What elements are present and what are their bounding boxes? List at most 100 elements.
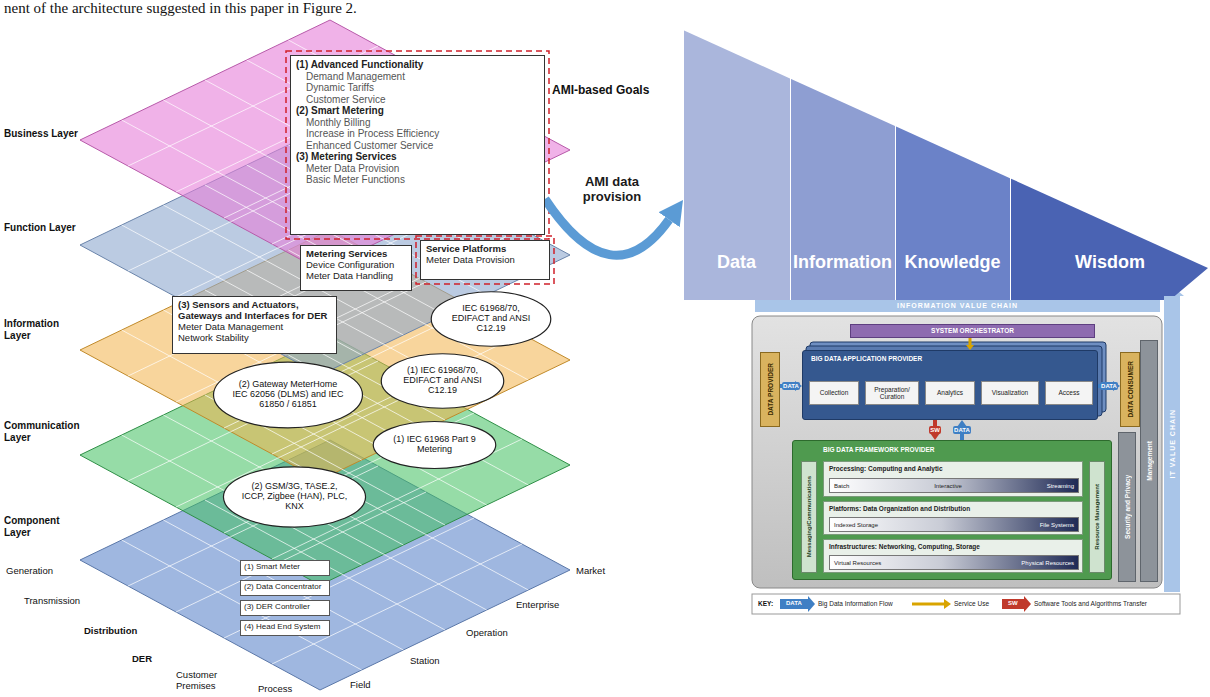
node-text: Management	[1146, 441, 1153, 481]
node-text: Demand Management	[296, 71, 539, 83]
label-text: KEY:	[758, 600, 773, 607]
node-text: Service Platforms	[426, 244, 544, 255]
grid-line	[163, 415, 403, 545]
value-chain-bar: IT VALUE CHAIN	[1164, 296, 1180, 592]
node-text: Messaging/Communications	[806, 476, 812, 557]
activity-box: Visualization	[981, 381, 1039, 405]
label-text: Transmission	[24, 596, 80, 607]
node-text: SYSTEM ORCHESTRATOR	[851, 325, 1094, 337]
node-text: IEC 61968/70, EDIFACT and ANSI C12.19	[448, 304, 534, 334]
node-text: Meter Data Provision	[296, 163, 539, 175]
node-text: Indexed Storage	[834, 522, 878, 528]
label-text: Component Layer	[4, 515, 86, 538]
node-text: Physical Resources	[1021, 560, 1074, 566]
label-text: Field	[350, 680, 371, 691]
activity-box: Collection	[809, 381, 859, 405]
node-text: Resource Management	[1094, 484, 1100, 550]
node-text: (4) Head End System	[244, 622, 326, 631]
node-text: Wisdom	[1010, 252, 1210, 273]
label-text: AMI-based Goals	[552, 84, 649, 98]
label-text: Process	[258, 684, 292, 695]
framework-layer: Infrastructures: Networking, Computing, …	[823, 539, 1083, 573]
standard-ellipse: (1) IEC 61968 Part 9 Metering	[372, 420, 497, 470]
component-box: (2) Data Concentrator	[240, 580, 330, 596]
application-provider: BIG DATA APPLICATION PROVIDERCollectionP…	[802, 350, 1098, 420]
label-text: Station	[410, 656, 440, 667]
node-text: Network Stability	[178, 333, 331, 344]
wedge-fill	[790, 30, 895, 300]
edge-label: DATA	[782, 382, 800, 390]
node-text: Platforms: Data Organization and Distrib…	[824, 502, 1082, 512]
node-text: Meter Data Management	[178, 322, 331, 333]
label-text: Distribution	[84, 626, 137, 637]
standard-ellipse: (2) Gateway MeterHome IEC 62056 (DLMS) a…	[212, 360, 364, 430]
label-text: Business Layer	[4, 128, 86, 140]
node-text: Access	[1059, 389, 1080, 396]
node-text: Basic Meter Functions	[296, 174, 539, 186]
dikw-segment: Knowledge	[895, 30, 1010, 300]
node-text: Meter Data Handling	[306, 271, 406, 282]
label-text: DER	[132, 654, 152, 665]
label-text: Communication Layer	[4, 420, 88, 443]
node-text: BIG DATA APPLICATION PROVIDER	[803, 351, 1097, 362]
node-text: Collection	[820, 389, 849, 396]
management-bar: Management	[1140, 340, 1158, 582]
value-chain-bar: INFORMATION VALUE CHAIN	[755, 300, 1160, 312]
node-text: (3) Sensors and Actuators, Gateways and …	[178, 300, 331, 322]
node-text: (3) Metering Services	[296, 151, 539, 163]
node-text: Knowledge	[895, 252, 1010, 273]
legend-text: Service Use	[954, 600, 989, 607]
key-service-arrow	[944, 599, 951, 609]
node-text: Visualization	[992, 389, 1028, 396]
node-text: IT VALUE CHAIN	[1169, 409, 1176, 478]
node-text: Processing: Computing and Analytic	[824, 462, 1082, 472]
label-text: Generation	[6, 566, 53, 577]
framework-provider: BIG DATA FRAMEWORK PROVIDER Messaging/Com…	[792, 440, 1112, 580]
key-service-arrow	[912, 603, 944, 606]
ellipse-outline	[431, 292, 551, 347]
node-text: (3) DER Controller	[244, 602, 326, 611]
activity-box: Access	[1045, 381, 1093, 405]
key-sw-arrow	[1002, 596, 1031, 612]
goal-box: (1) Advanced FunctionalityDemand Managem…	[290, 55, 545, 235]
wedge-fill	[895, 30, 1010, 300]
orchestrator-bar: SYSTEM ORCHESTRATOR	[850, 324, 1095, 338]
node-text: DATA PROVIDER	[767, 363, 774, 416]
component-box: (4) Head End System	[240, 620, 330, 636]
label-text: Market	[576, 566, 605, 577]
node-text: (1) IEC 61968 Part 9 Metering	[390, 435, 479, 455]
node-text: Interactive	[934, 483, 962, 489]
information-box: (3) Sensors and Actuators, Gateways and …	[172, 296, 337, 354]
node-text: Security and Privacy	[1124, 475, 1131, 539]
wedge-divider	[790, 30, 791, 300]
node-text: BIG DATA FRAMEWORK PROVIDER	[793, 441, 1111, 453]
node-text: Metering Services	[306, 249, 406, 260]
label-text: Enterprise	[516, 600, 559, 611]
edge-label: SW	[929, 426, 941, 434]
node-text: (1) IEC 61968/70, EDIFACT and ANSI C12.1…	[398, 366, 487, 396]
goal-outline	[416, 236, 554, 284]
node-text: Customer Service	[296, 94, 539, 106]
wedge-divider	[1010, 30, 1011, 300]
legend-text: Software Tools and Algorithms Transfer	[1034, 600, 1147, 607]
wedge-divider	[895, 30, 896, 300]
label-text: Operation	[466, 628, 508, 639]
grid-line	[122, 540, 362, 670]
activity-box: Analytics	[925, 381, 975, 405]
wedge-fill	[683, 30, 790, 300]
dikw-segment: Data	[683, 30, 790, 300]
component-box: (1) Smart Meter	[240, 560, 330, 576]
node-text: (2) GSM/3G, TASE.2, ICCP, Zigbee (HAN), …	[240, 482, 349, 512]
node-text: Streaming	[1047, 483, 1074, 489]
label-text: Information Layer	[4, 318, 86, 341]
dikw-segment: Information	[790, 30, 895, 300]
connector	[969, 338, 972, 345]
node-text: Monthly Billing	[296, 117, 539, 129]
node-text: DATA CONSUMER	[1127, 361, 1134, 418]
node-text: (1) Smart Meter	[244, 562, 326, 571]
connector	[545, 199, 669, 255]
function-box: Service PlatformsMeter Data Provision	[420, 240, 550, 280]
node-text: Dynamic Tariffs	[296, 82, 539, 94]
node-text: Information	[790, 252, 895, 273]
ellipse-outline	[223, 467, 365, 527]
